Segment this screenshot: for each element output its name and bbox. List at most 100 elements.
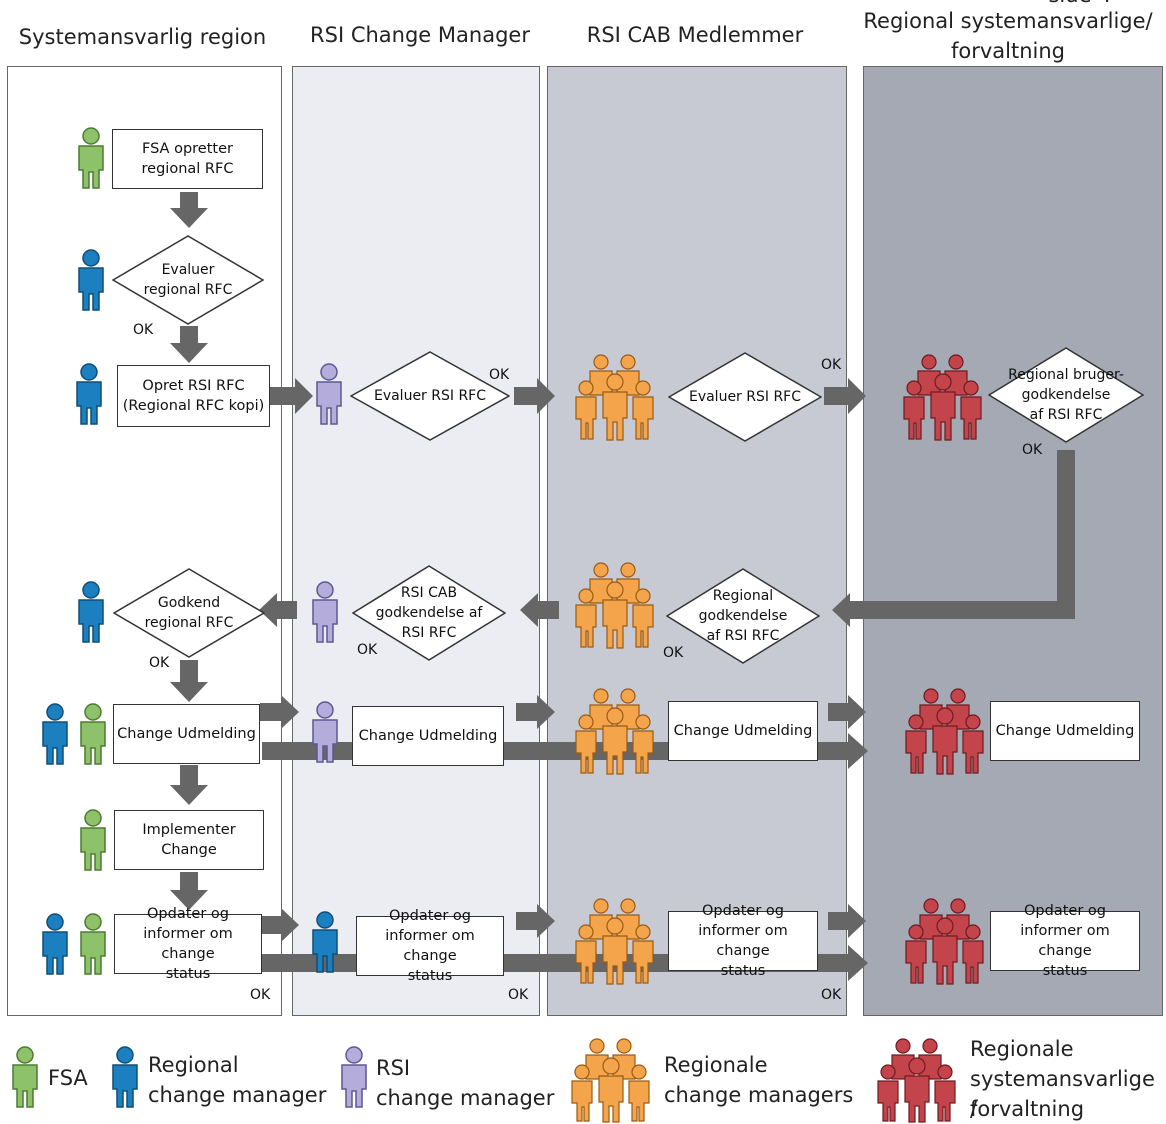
- regional-cm-person-icon: [312, 911, 338, 973]
- node-godkend-regional-line1: Godkend: [157, 595, 221, 611]
- node-cu2-label: Change Udmelding: [358, 728, 498, 744]
- arrow-right-3: [824, 378, 866, 414]
- ok-label-2: OK: [489, 367, 510, 383]
- fsa-person-icon: [80, 809, 106, 871]
- lane-title-2: RSI Change Manager: [310, 23, 530, 47]
- node-opdater2-line3: status: [407, 968, 453, 984]
- regional-cm-person-icon: [78, 581, 104, 643]
- node-implementer-line2: Change: [161, 842, 217, 858]
- legend-regional-cm-line1: Regional: [148, 1053, 239, 1077]
- arrow-right-cu-2: [516, 695, 555, 729]
- ok-label-10: OK: [821, 987, 842, 1003]
- node-implementer-line1: Implementer: [142, 822, 236, 838]
- arrow-right-cu-3: [828, 695, 866, 729]
- node-opdater-4: Opdater og informer om change status: [990, 903, 1140, 979]
- legend-regionale-cms-line2: change managers: [664, 1083, 854, 1107]
- node-opret-rsi-line1: Opret RSI RFC: [142, 378, 245, 394]
- legend-regionale-cms-icon: [571, 1038, 650, 1123]
- node-godkend-regional: Godkend regional RFC: [113, 568, 265, 658]
- node-change-udmelding-2: Change Udmelding: [352, 706, 504, 766]
- node-rsi-cab-godkendelse-line1: RSI CAB: [400, 585, 458, 601]
- fsa-person-icon: [80, 703, 106, 765]
- node-evaluer-rsi-cm-label: Evaluer RSI RFC: [373, 388, 487, 404]
- arrow-right-2: [514, 378, 555, 414]
- legend-regionale-cms-line1: Regionale: [664, 1053, 768, 1077]
- regional-cm-person-icon: [78, 249, 104, 311]
- node-implementer: Implementer Change: [114, 810, 264, 870]
- node-rsi-cab-godkendelse-line3: RSI RFC: [401, 625, 457, 641]
- legend-rsi-cm-icon: [341, 1046, 367, 1108]
- node-change-udmelding-3: Change Udmelding: [668, 701, 818, 761]
- fsa-person-icon: [78, 127, 104, 189]
- regional-cm-person-icon: [76, 363, 102, 425]
- lane-title-3: RSI CAB Medlemmer: [586, 23, 804, 47]
- node-opdater3-line2: informer om change: [698, 923, 788, 959]
- node-cu1-label: Change Udmelding: [117, 726, 256, 742]
- node-opdater-2: Opdater og informer om change status: [356, 908, 504, 984]
- arrow-down-1: [170, 192, 208, 228]
- rsi-cm-person-icon: [312, 701, 338, 763]
- legend-regional-sys-line2: systemansvarlige /: [970, 1067, 1155, 1121]
- node-opdater1-line2: informer om change: [143, 926, 233, 962]
- legend-regional-sys-line3: forvaltning: [970, 1097, 1085, 1121]
- regional-sys-group-icon: [903, 354, 982, 441]
- arrow-right-op-2: [516, 904, 555, 938]
- ok-label-9: OK: [508, 987, 529, 1003]
- ok-label-4: OK: [1022, 442, 1043, 458]
- node-opdater3-line1: Opdater og: [702, 903, 784, 919]
- node-opdater-3: Opdater og informer om change status: [668, 903, 818, 979]
- regionale-cms-group-icon: [575, 354, 654, 441]
- ok-label-8: OK: [250, 987, 271, 1003]
- legend-fsa-icon: [12, 1046, 38, 1108]
- regional-cm-person-icon: [42, 913, 68, 975]
- ok-label-7: OK: [149, 655, 170, 671]
- regional-sys-group-icon: [905, 898, 984, 985]
- node-regional-godkendelse-line3: af RSI RFC: [706, 628, 780, 644]
- lane-title-4-line1: Regional systemansvarlige/: [863, 9, 1153, 33]
- node-cu3-label: Change Udmelding: [673, 723, 813, 739]
- regional-cm-person-icon: [42, 703, 68, 765]
- legend-fsa-label: FSA: [48, 1066, 88, 1090]
- node-opdater3-line3: status: [720, 963, 766, 979]
- lane-rsi-change-manager: [292, 66, 540, 1016]
- arrow-down-2: [170, 326, 208, 363]
- regional-sys-group-icon: [905, 688, 984, 775]
- rsi-cm-person-icon: [312, 581, 338, 643]
- node-opdater2-line2: informer om change: [385, 928, 475, 964]
- arrow-down-3: [170, 660, 208, 702]
- ok-label-5: OK: [663, 645, 684, 661]
- node-regional-bruger-line2: godkendelse: [1021, 387, 1111, 403]
- node-opret-rsi-line2: (Regional RFC kopi): [122, 398, 265, 414]
- node-cu4-label: Change Udmelding: [995, 723, 1135, 739]
- node-rsi-cab-godkendelse: RSI CAB godkendelse af RSI RFC: [352, 565, 506, 661]
- legend-rsi-cm-line1: RSI: [376, 1056, 411, 1080]
- node-regional-godkendelse-line1: Regional: [712, 588, 774, 604]
- node-evaluer-regional-line2: regional RFC: [143, 282, 233, 298]
- arrow-return: [832, 450, 1075, 627]
- node-evaluer-rsi-cab: Evaluer RSI RFC: [668, 352, 822, 442]
- legend-rsi-cm-line2: change manager: [376, 1086, 555, 1110]
- arrow-right-1: [270, 378, 313, 414]
- arrow-left-1: [520, 593, 559, 627]
- node-opdater1-line1: Opdater og: [147, 906, 229, 922]
- node-evaluer-regional: Evaluer regional RFC: [112, 235, 264, 325]
- node-fsa-opretter-line1: FSA opretter: [142, 141, 233, 157]
- ok-label-6: OK: [357, 642, 378, 658]
- node-opdater2-line1: Opdater og: [389, 908, 471, 924]
- node-opdater4-line3: status: [1042, 963, 1088, 979]
- node-opdater1-line3: status: [165, 966, 211, 982]
- arrow-right-op-3: [828, 904, 866, 938]
- arrow-right-cu-1: [260, 695, 299, 729]
- lane-title-4-line2: forvaltning: [950, 39, 1066, 63]
- node-evaluer-rsi-cab-label: Evaluer RSI RFC: [688, 389, 802, 405]
- node-evaluer-rsi-cm: Evaluer RSI RFC: [350, 351, 510, 441]
- node-evaluer-regional-line1: Evaluer: [161, 262, 215, 278]
- fsa-person-icon: [80, 913, 106, 975]
- node-fsa-opretter-line2: regional RFC: [141, 161, 234, 177]
- lane-regional-systemansvarlige: [863, 66, 1163, 1016]
- node-change-udmelding-1: Change Udmelding: [113, 704, 260, 764]
- node-godkend-regional-line2: regional RFC: [144, 615, 234, 631]
- lane-title-1: Systemansvarlig region: [18, 25, 267, 49]
- node-opdater-1: Opdater og informer om change status: [114, 906, 262, 982]
- ok-label-3: OK: [821, 357, 842, 373]
